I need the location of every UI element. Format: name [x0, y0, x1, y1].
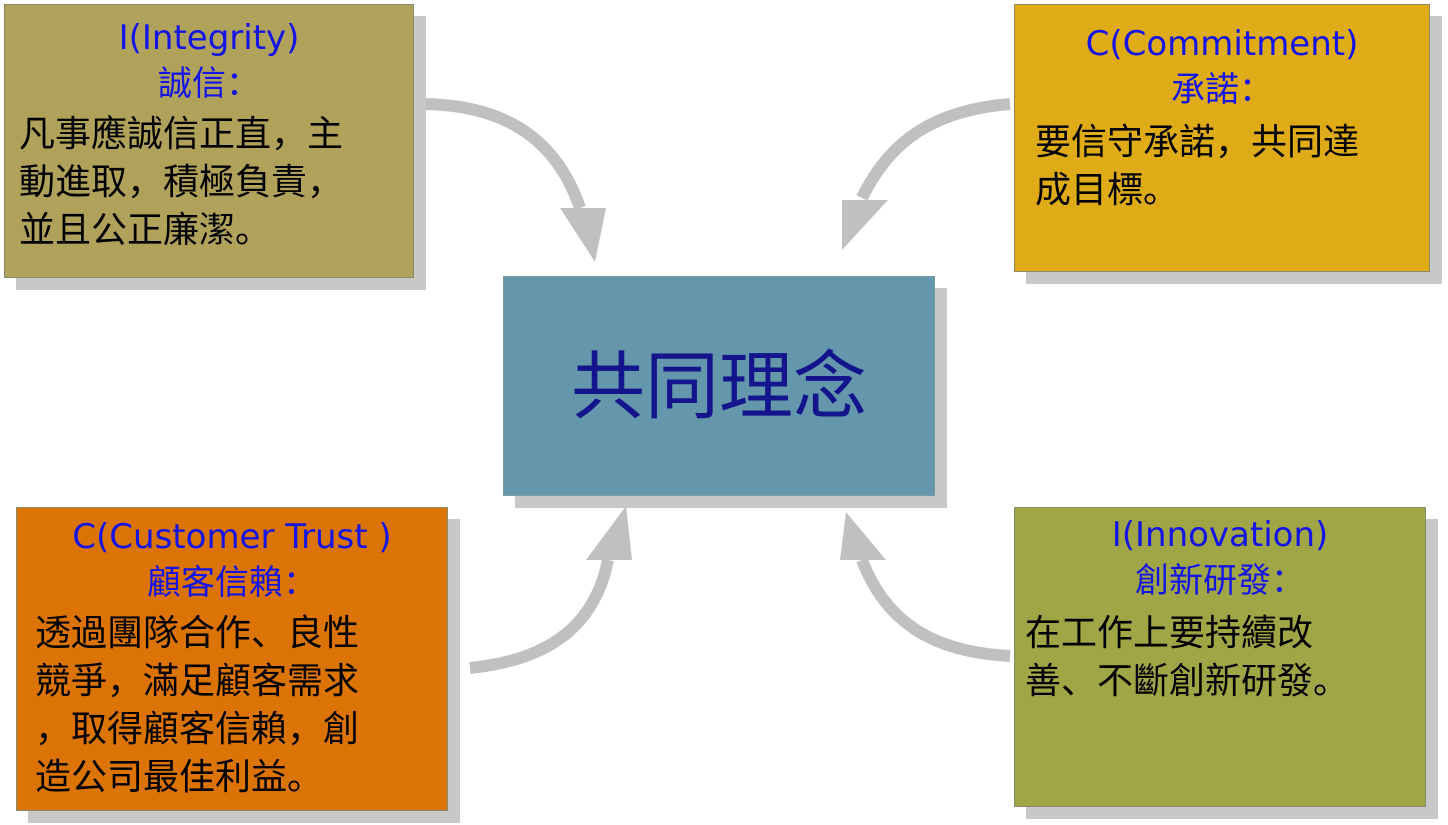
integrity-title: I(Integrity) — [118, 18, 300, 58]
innovation-title: I(Innovation) — [1111, 515, 1329, 555]
integrity-box: I(Integrity) 誠信： 凡事應誠信正直，主 動進取，積極負責， 並且公… — [4, 4, 414, 278]
arrow-customer-to-center — [469, 558, 614, 674]
arrow-innovation-to-center — [856, 557, 1011, 662]
center-title: 共同理念 — [571, 344, 867, 430]
innovation-body: 在工作上要持續改 善、不斷創新研發。 — [1025, 613, 1350, 702]
commitment-box: C(Commitment) 承諾： 要信守承諾，共同達 成目標。 — [1014, 4, 1430, 272]
center-box: 共同理念 — [503, 276, 935, 496]
integrity-subtitle: 誠信： — [158, 64, 260, 104]
arrow-integrity-to-center — [419, 98, 586, 210]
arrow-commitment-to-center — [856, 98, 1011, 201]
arrowhead-customer — [586, 506, 632, 560]
arrowhead-integrity — [560, 208, 606, 262]
commitment-subtitle: 承諾： — [1171, 70, 1273, 110]
arrowhead-innovation — [840, 512, 886, 560]
innovation-box: I(Innovation) 創新研發： 在工作上要持續改 善、不斷創新研發。 — [1014, 507, 1426, 807]
customer-trust-subtitle: 顧客信賴： — [147, 563, 317, 603]
integrity-body: 凡事應誠信正直，主 動進取，積極負責， 並且公正廉潔。 — [19, 114, 344, 251]
customer-trust-box: C(Customer Trust ) 顧客信賴： 透過團隊合作、良性 競爭，滿足… — [16, 507, 448, 811]
arrowhead-commitment — [842, 200, 888, 250]
customer-trust-title: C(Customer Trust ) — [72, 517, 392, 557]
commitment-body: 要信守承諾，共同達 成目標。 — [1035, 122, 1360, 211]
commitment-title: C(Commitment) — [1085, 24, 1359, 64]
innovation-subtitle: 創新研發： — [1135, 561, 1305, 601]
customer-trust-body: 透過團隊合作、良性 競爭，滿足顧客需求 ，取得顧客信賴，創 造公司最佳利益。 — [35, 613, 360, 798]
